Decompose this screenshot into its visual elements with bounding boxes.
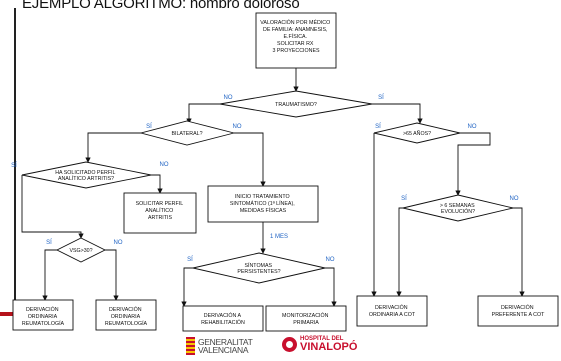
age-decision: >65 AÑOS? xyxy=(403,130,431,137)
edge-label-trauma-si: SÍ xyxy=(378,94,384,101)
node-texts: VALORACIÓN POR MÉDICO DE FAMILIA: ANAMNE… xyxy=(22,19,545,327)
edge-label-perfil-si: SÍ xyxy=(11,162,17,169)
hospital-logo: HOSPITAL DEL VINALOPÓ xyxy=(282,336,357,353)
edge-label-trauma-no: NO xyxy=(224,95,233,101)
traumatismo-decision: TRAUMATISMO? xyxy=(275,102,317,108)
edge-label-vsg-no: NO xyxy=(114,240,123,246)
deriv-rehab-box: DERIVACIÓN A REHABILITACIÓN xyxy=(201,312,245,326)
edge-label-one-month: 1 MES xyxy=(270,234,288,240)
edge-labels: NO SÍ SÍ NO SÍ NO SÍ NO SÍ NO 1 MES SÍ N… xyxy=(11,94,519,263)
edge-label-sint-si: SÍ xyxy=(187,256,193,263)
red-accent-mark xyxy=(0,312,16,316)
generalitat-line-1: GENERALITAT xyxy=(198,337,253,347)
edge-label-perfil-no: NO xyxy=(160,162,169,168)
monitorizacion-box: MONITORIZACIÓN PRIMARIA xyxy=(282,312,330,326)
connectors xyxy=(21,68,525,307)
hospital-name-small: HOSPITAL DEL xyxy=(300,336,344,342)
edge-label-bilat-no: NO xyxy=(233,124,242,130)
edge-label-age-no: NO xyxy=(468,124,477,130)
deriv-reuma-box-2: DERIVACIÓN ORDINARIA REUMATOLOGÍA xyxy=(105,306,148,327)
bilateral-decision: BILATERAL? xyxy=(171,131,202,137)
start-node: VALORACIÓN POR MÉDICO DE FAMILIA: ANAMNE… xyxy=(260,19,331,54)
edge-label-age-si: SÍ xyxy=(375,123,381,130)
page-title: EJEMPLO ALGORITMO: hombro doloroso xyxy=(22,0,300,12)
edge-label-sint-no: NO xyxy=(326,257,335,263)
seis-semanas-decision: > 6 SEMANAS EVOLUCIÓN? xyxy=(440,203,476,215)
decision-diamonds xyxy=(21,90,514,284)
hospital-name-big: VINALOPÓ xyxy=(300,341,358,353)
vsg-decision: VSG>30? xyxy=(69,248,92,254)
edge-label-sem-no: NO xyxy=(510,196,519,202)
hospital-ring-icon xyxy=(282,337,297,352)
inicio-tratamiento-box: INICIO TRATAMIENTO SINTOMÁTICO (1ª LÍNEA… xyxy=(230,194,296,214)
deriv-cot-ordinaria-box: DERIVACIÓN ORDINARIA A COT xyxy=(369,304,416,318)
solicitar-perfil-box: SOLICITAR PERFIL ANALÍTICO ARTRITIS xyxy=(136,201,185,221)
sintomas-decision: SÍNTOMAS PERSISTENTES? xyxy=(237,262,280,275)
edge-label-vsg-si: SÍ xyxy=(46,239,52,246)
process-boxes xyxy=(12,12,559,332)
deriv-cot-preferente-box: DERIVACIÓN PREFERENTE A COT xyxy=(492,304,545,318)
generalitat-logo: GENERALITAT VALENCIANA xyxy=(186,337,253,355)
perfil-artritis-decision: HA SOLICITADO PERFIL ANALÍTICO ARTRITIS? xyxy=(55,170,117,182)
edge-label-sem-si: SÍ xyxy=(401,195,407,202)
left-rule xyxy=(14,8,16,311)
generalitat-line-2: VALENCIANA xyxy=(198,345,249,355)
deriv-reuma-box-1: DERIVACIÓN ORDINARIA REUMATOLOGÍA xyxy=(22,306,65,327)
edge-label-bilat-si: SÍ xyxy=(146,123,152,130)
generalitat-emblem-icon xyxy=(186,337,195,355)
